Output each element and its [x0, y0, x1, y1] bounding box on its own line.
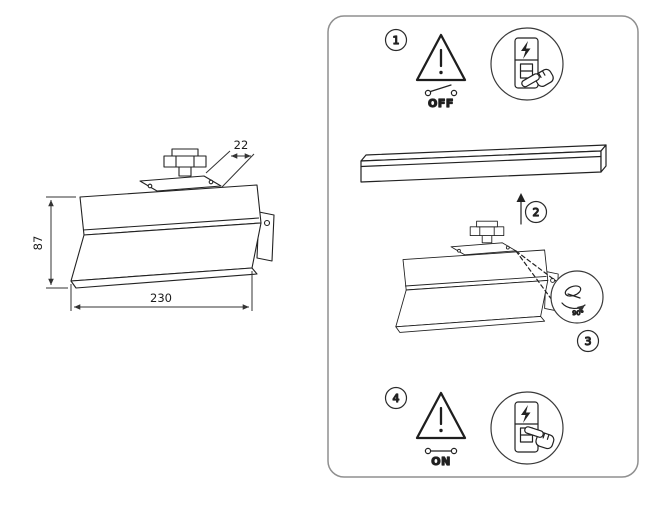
warning-triangle-icon	[415, 33, 467, 82]
dimension-lines	[46, 150, 255, 311]
step-1: 1 OFF	[384, 27, 564, 111]
track-light-fixture-small	[395, 220, 559, 333]
track-light-fixture	[70, 148, 275, 289]
panel-border	[327, 15, 639, 478]
detail-leader-lines	[515, 250, 561, 301]
lightning-icon	[521, 405, 531, 423]
hand-icon	[521, 68, 554, 88]
switch-closed-icon	[424, 447, 458, 455]
dim-width-label: 230	[150, 291, 172, 305]
dim-height-label: 87	[31, 236, 45, 251]
step-3: 90° 3	[395, 220, 604, 353]
fixture-dimension-drawing: 230 87 22	[31, 138, 275, 311]
switch-off-label: OFF	[428, 97, 454, 110]
hand-icon	[524, 426, 555, 450]
step-4-number: 4	[393, 392, 400, 405]
step-3-number-circle	[576, 329, 600, 353]
warning-triangle-icon	[415, 391, 467, 440]
switch-on-label: ON	[431, 455, 451, 468]
dim-depth-label: 22	[234, 138, 249, 152]
step-3-number: 3	[585, 335, 592, 348]
track-rail	[360, 144, 607, 183]
breaker-off-detail	[490, 27, 564, 101]
breaker-on-detail	[490, 391, 564, 465]
arrow-up-icon	[516, 193, 526, 225]
rotation-angle-label: 90°	[572, 309, 584, 317]
step-1-number: 1	[393, 34, 400, 47]
lightning-icon	[521, 41, 531, 59]
step-2: 2	[360, 144, 607, 225]
installation-steps-panel: 1 OFF	[327, 15, 639, 478]
lock-knob-icon	[561, 285, 586, 313]
switch-open-icon	[424, 84, 458, 97]
step-1-number-circle	[384, 28, 408, 52]
step-2-number: 2	[533, 206, 540, 219]
step-2-number-circle	[524, 200, 548, 224]
step-4-number-circle	[384, 386, 408, 410]
step-4: 4 ON	[384, 386, 564, 469]
